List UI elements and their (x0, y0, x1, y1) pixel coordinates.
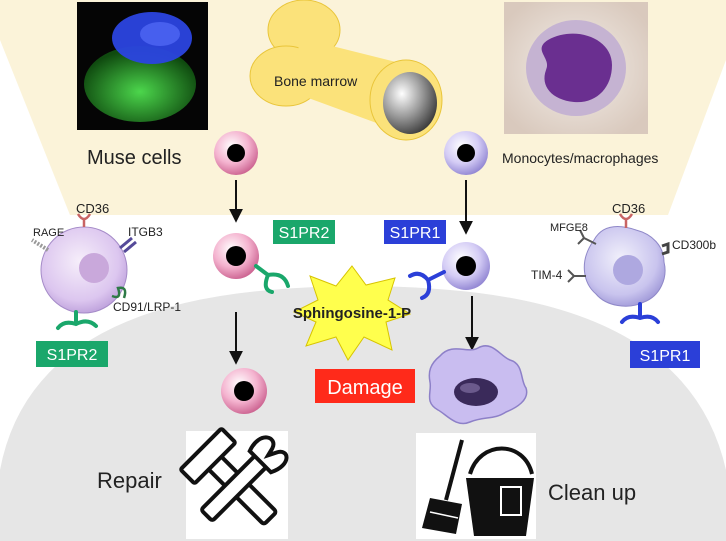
clean-up-label: Clean up (548, 480, 636, 505)
broom-bucket-icon (416, 433, 536, 539)
s1pr2-tag-left-label: S1PR2 (47, 347, 98, 364)
s1pr1-receptor-icon (408, 270, 446, 300)
muse-itgb3-label: ITGB3 (128, 225, 163, 239)
monocyte-top (444, 131, 488, 175)
muse-cell-top (214, 131, 258, 175)
hammer-wrench-icon (179, 427, 289, 539)
s1pr1-tag-center-label: S1PR1 (390, 225, 441, 242)
muse-rage-label: RAGE (33, 227, 64, 239)
damage-label: Damage (327, 377, 403, 399)
sphingosine-label: Sphingosine-1-P (293, 305, 411, 322)
s1pr1-tag-right (630, 341, 700, 368)
muse-cell-micrograph (77, 2, 208, 130)
activated-macrophage (428, 345, 528, 425)
s1pr2-tag-left (36, 341, 108, 367)
mac-mfge8-label: MFGE8 (550, 222, 588, 234)
s1pr2-receptor-icon (254, 264, 290, 294)
bone-marrow-label: Bone marrow (274, 73, 358, 89)
monocyte-migrating (408, 242, 490, 300)
s1pr2-tag-center-label: S1PR2 (279, 225, 330, 242)
mac-cd36-label: CD36 (612, 201, 645, 216)
muse-cell-bottom (221, 368, 267, 414)
muse-cell-receptor-detail (30, 213, 137, 330)
s1pr2-tag-center (273, 220, 335, 244)
s1pr1-tag-center (384, 220, 446, 244)
damage-tag (315, 369, 415, 403)
muse-cd36-label: CD36 (76, 201, 109, 216)
muse-cd91-label: CD91/LRP-1 (113, 300, 181, 314)
macrophage-receptor-detail (567, 213, 670, 324)
monocyte-micrograph (504, 2, 648, 134)
mac-cd300b-label: CD300b (672, 238, 716, 252)
bone-marrow-icon (249, 0, 443, 141)
monocytes-label: Monocytes/macrophages (502, 150, 658, 166)
s1pr1-tag-right-label: S1PR1 (640, 348, 691, 365)
muse-cells-label: Muse cells (87, 147, 181, 169)
sphingosine-star (292, 265, 412, 361)
muse-cell-migrating (213, 233, 290, 294)
mac-tim4-label: TIM-4 (531, 268, 563, 282)
tissue-region (0, 286, 726, 541)
repair-label: Repair (97, 468, 162, 493)
